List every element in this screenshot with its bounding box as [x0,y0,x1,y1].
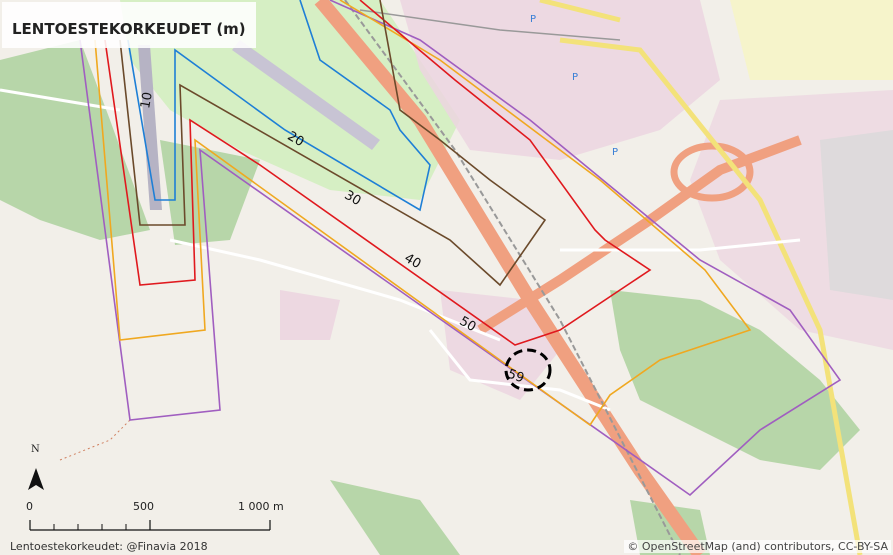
industrial-area [440,290,560,400]
north-arrow-icon [28,468,44,490]
airport-grass [120,0,460,200]
contour-brown [119,0,547,287]
main-road [559,37,863,555]
scale-label-500: 500 [133,500,154,513]
contour-purple [79,0,842,497]
contour-label-10: 10 [138,91,156,110]
railway [359,9,621,41]
minor-road [169,238,501,342]
industrial-area [280,290,340,340]
forest-area [610,290,860,470]
contour-label-30: 30 [342,188,364,209]
contour-label-40: 40 [402,251,424,272]
parking-icon: P [530,14,536,25]
contour-red [104,0,652,346]
scale-label-0: 0 [26,500,33,513]
path [59,419,131,461]
contour-orange [94,0,752,427]
runway [138,45,162,210]
contour-blue [127,0,431,212]
osm-attribution[interactable]: © OpenStreetMap (and) contributors, CC-B… [624,540,891,553]
contour-label-20: 20 [285,129,307,150]
highlight-circle [504,348,552,392]
railway [344,0,681,555]
parking-icon: P [572,72,578,83]
forest-area [330,480,460,555]
residential-area [820,130,893,300]
interchange [670,142,754,202]
forest-area [0,40,150,240]
industrial-area [400,0,720,160]
scale-bar [29,520,271,531]
main-road [539,0,621,23]
contour-label-59: 59 [505,367,526,387]
north-label: N [31,444,40,455]
open-field [730,0,893,80]
map-title: LENTOESTEKORKEUDET (m) [2,2,256,48]
minor-road [560,238,801,252]
runway [232,40,380,150]
contour-label-50: 50 [457,314,479,335]
data-credit: Lentoestekorkeudet: @Finavia 2018 [10,540,208,553]
scale-label-1000: 1 000 m [238,500,284,513]
parking-icon: P [612,147,618,158]
